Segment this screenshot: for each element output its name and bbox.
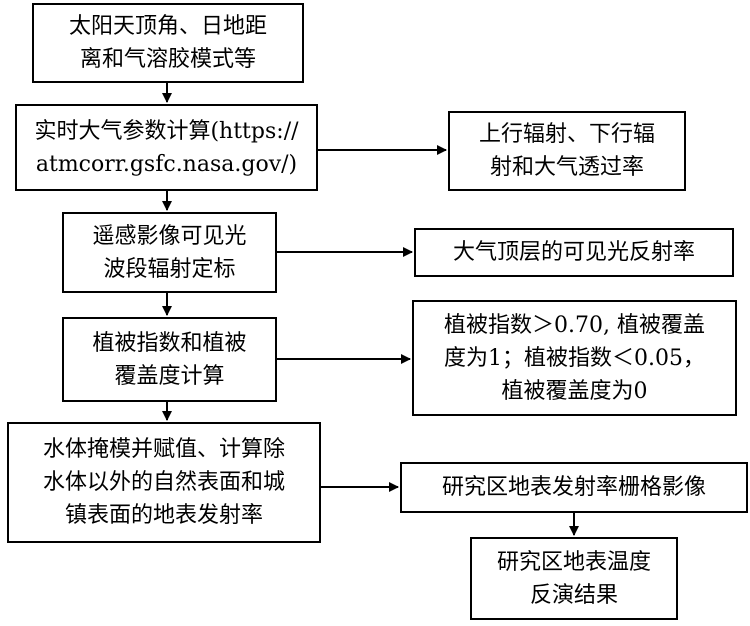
node-text: 实时大气参数计算(https:// — [34, 118, 299, 144]
node-text: 植被指数＞0.70, 植被覆盖 — [444, 312, 705, 338]
node-atm-calc: 实时大气参数计算(https:// atmcorr.gsfc.nasa.gov/… — [15, 104, 318, 191]
node-text: 覆盖度计算 — [114, 363, 225, 389]
node-inputs: 太阳天顶角、日地距 离和气溶胶模式等 — [32, 3, 304, 83]
node-text: 度为1；植被指数＜0.05， — [444, 345, 705, 371]
node-text: 波段辐射定标 — [103, 256, 236, 282]
node-text: 反演结果 — [529, 582, 618, 608]
node-text: 大气顶层的可见光反射率 — [452, 240, 695, 265]
node-text: 镇表面的地表发射率 — [64, 503, 263, 528]
node-lst: 研究区地表温度 反演结果 — [470, 537, 678, 620]
node-ndvi: 植被指数和植被 覆盖度计算 — [62, 317, 277, 402]
node-text: 研究区地表温度 — [496, 549, 651, 575]
node-text: 植被指数和植被 — [92, 330, 247, 356]
node-text: 遥感影像可见光 — [92, 223, 247, 249]
node-text: atmcorr.gsfc.nasa.gov/) — [35, 151, 298, 177]
node-text: 太阳天顶角、日地距 — [68, 14, 267, 39]
node-emissivity: 研究区地表发射率栅格影像 — [400, 462, 748, 513]
node-water: 水体掩模并赋值、计算除 水体以外的自然表面和城 镇表面的地表发射率 — [7, 422, 321, 543]
node-text: 水体以外的自然表面和城 — [42, 470, 285, 495]
node-text: 射和大气透过率 — [489, 155, 644, 180]
node-ndvi-rule: 植被指数＞0.70, 植被覆盖 度为1；植被指数＜0.05， 植被覆盖度为0 — [412, 300, 737, 416]
node-text: 研究区地表发射率栅格影像 — [441, 475, 706, 500]
node-toa: 大气顶层的可见光反射率 — [414, 228, 734, 277]
node-calibration: 遥感影像可见光 波段辐射定标 — [62, 212, 277, 293]
node-text: 植被覆盖度为0 — [501, 378, 648, 404]
node-text: 离和气溶胶模式等 — [79, 47, 256, 72]
node-text: 水体掩模并赋值、计算除 — [42, 437, 285, 462]
node-radiance: 上行辐射、下行辐 射和大气透过率 — [448, 111, 686, 191]
node-text: 上行辐射、下行辐 — [478, 122, 655, 147]
